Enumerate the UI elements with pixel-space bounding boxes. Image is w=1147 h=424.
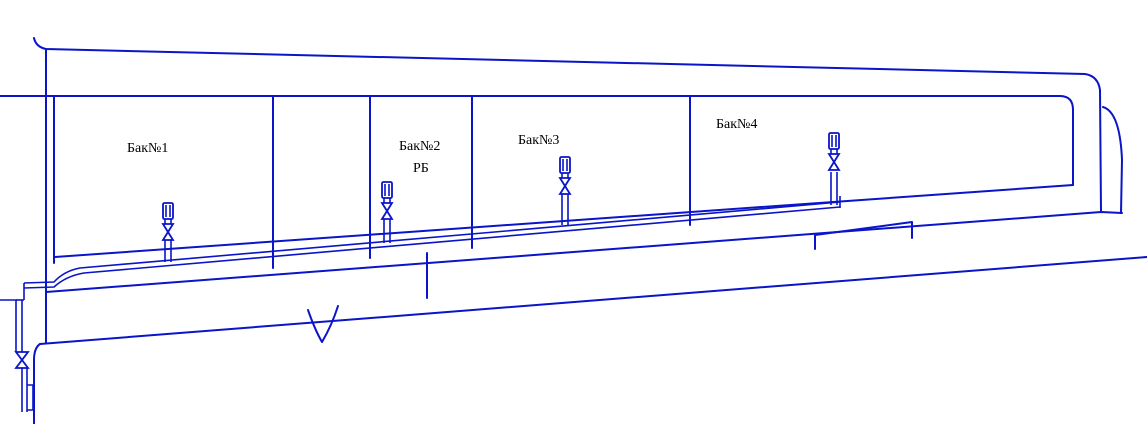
tank2-standpipe-icon: [380, 181, 394, 243]
tank-floor-line: [54, 184, 1074, 258]
tank1-standpipe-icon: [161, 202, 175, 262]
tank4-label: Бак№4: [716, 117, 757, 132]
tank3-label: Бак№3: [518, 133, 559, 148]
left-valve-icon: [14, 351, 30, 369]
tank3-standpipe-icon: [558, 156, 572, 225]
tank4-standpipe-icon: [827, 132, 841, 205]
tank2-label: Бак№2: [399, 139, 440, 154]
left-pipe-outer: [0, 299, 17, 352]
keel-fin: [307, 305, 339, 343]
fuel-pipe-lower: [23, 206, 841, 289]
tank2-sublabel: РБ: [413, 161, 429, 176]
hull-bottom-line: [39, 256, 1147, 345]
hull-bottom-left-curve: [33, 343, 41, 424]
tank1-label: Бак№1: [127, 141, 168, 156]
left-pipe-flange: [27, 384, 34, 411]
hull-top-contour: [33, 37, 1102, 213]
floor-box: [814, 221, 913, 250]
deck-line: [0, 95, 1074, 186]
keel-line-upper: [45, 211, 1123, 293]
fuel-pipe-upper: [23, 201, 841, 284]
hull-right-bulge: [1102, 106, 1123, 214]
